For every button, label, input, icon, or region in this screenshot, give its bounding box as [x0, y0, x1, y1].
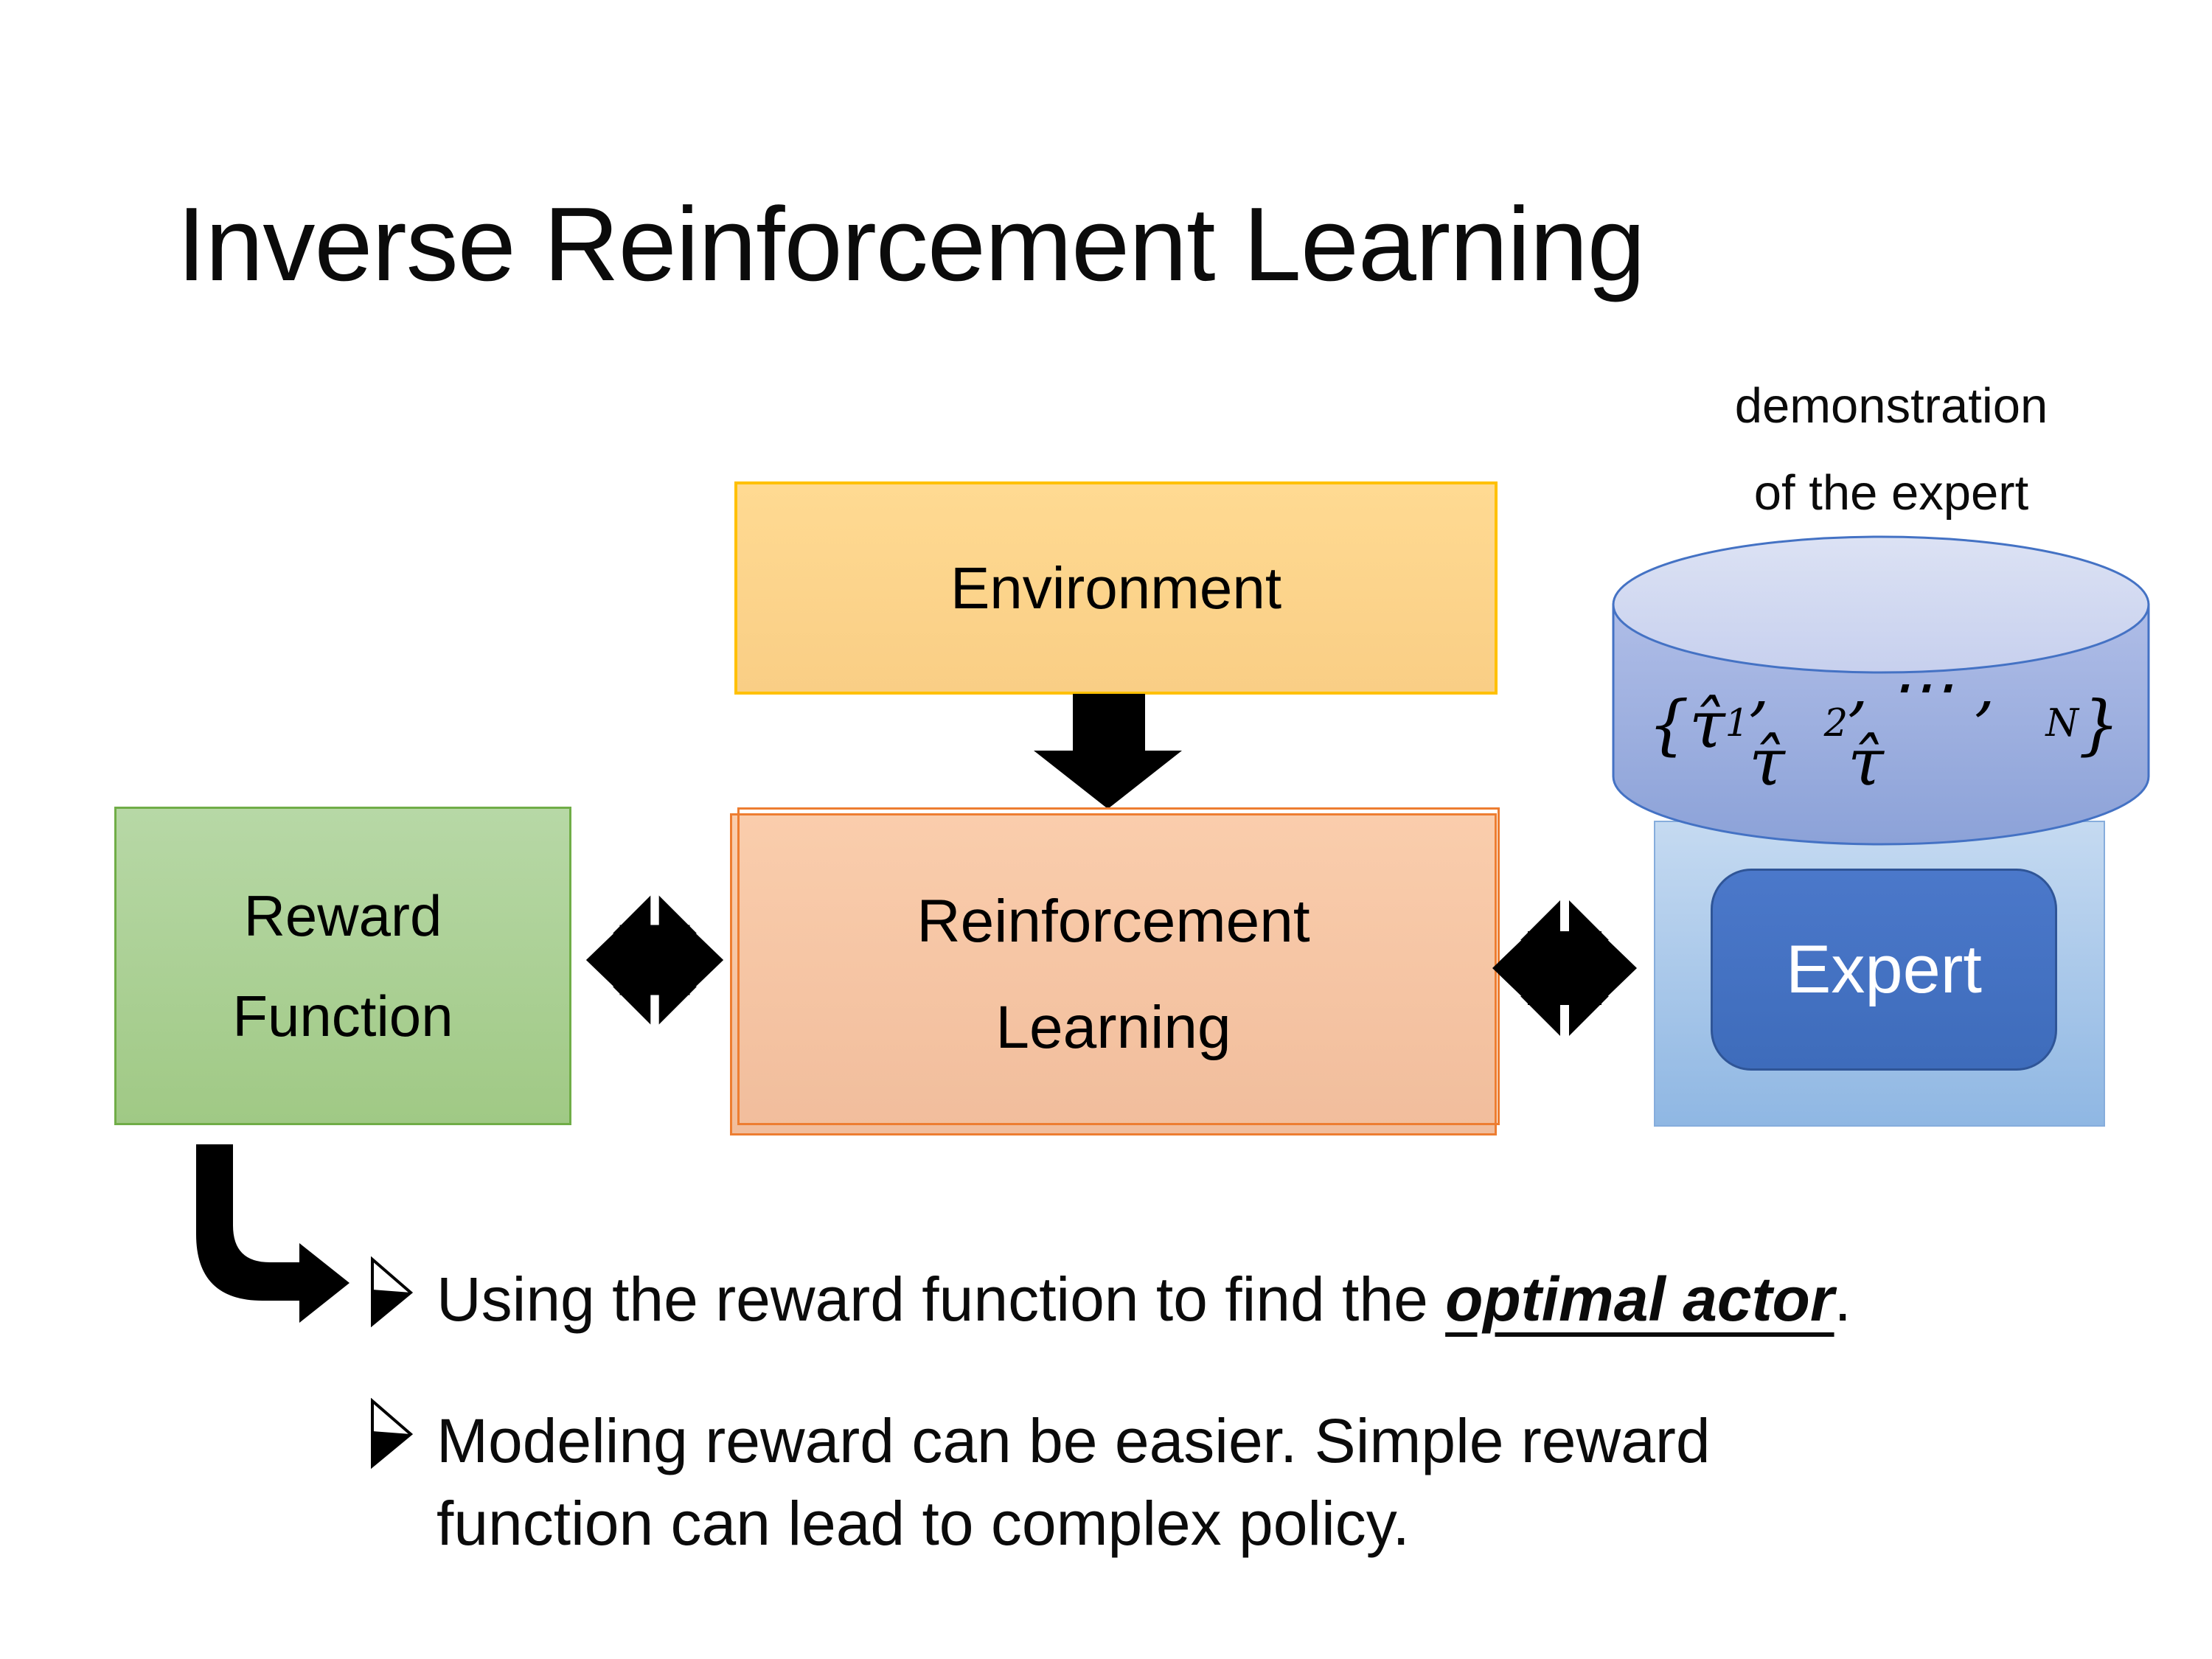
expert-button: Expert	[1711, 869, 2057, 1071]
bullet-arrow-icon	[371, 1398, 413, 1469]
environment-box-label: Environment	[950, 554, 1282, 621]
elbow-arrow-icon	[196, 1144, 349, 1323]
environment-box: Environment	[734, 481, 1498, 695]
page-title: Inverse Reinforcement Learning	[177, 186, 1646, 303]
trajectory-set-formula: {τ̂1, τ̂2, ⋯ , τ̂N}	[1648, 648, 2120, 800]
database-cylinder	[1612, 535, 2150, 846]
down-arrow-icon	[1034, 694, 1182, 809]
demonstration-label-line2: of the expert	[1753, 465, 2029, 521]
bullet-item-modeling-reward: Modeling reward can be easier. Simple re…	[437, 1406, 1711, 1558]
demonstration-label: demonstration of the expert	[1641, 363, 2142, 537]
expert-button-label: Expert	[1786, 931, 1982, 1007]
double-arrow-icon-left	[585, 890, 724, 1030]
reinforcement-learning-box: Reinforcement Learning	[730, 807, 1500, 1135]
bullet-item-optimal-actor: Using the reward function to find the op…	[437, 1265, 1851, 1334]
double-arrow-icon-right	[1492, 894, 1637, 1042]
demonstration-label-line1: demonstration	[1734, 378, 2048, 434]
reinforcement-learning-box-label: Reinforcement Learning	[917, 888, 1310, 1061]
reward-function-box-label: Reward Function	[232, 883, 453, 1049]
reward-function-box: Reward Function	[114, 807, 571, 1125]
bullet-arrow-icon	[371, 1256, 413, 1327]
